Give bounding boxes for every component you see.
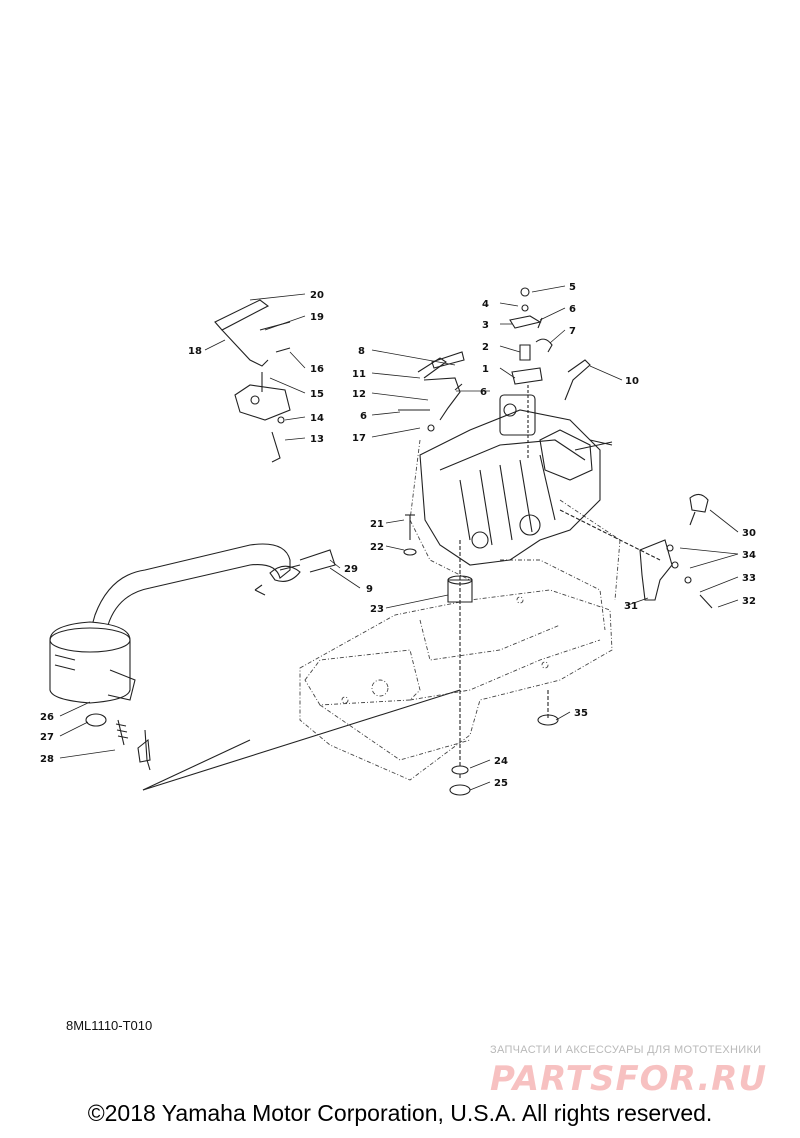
leader-lines [59,285,739,791]
watermark-logo: PARTSFOR.RU [490,1059,767,1099]
muffler-drawing [49,543,461,791]
callout-25: 25 [494,778,508,789]
callout-24: 24 [494,756,508,767]
callout-26: 26 [40,712,54,723]
callout-33: 33 [742,573,756,584]
callout-12: 12 [352,389,366,400]
callout-30: 30 [742,528,756,539]
svg-text:PARTSFOR.RU: PARTSFOR.RU [490,1059,767,1099]
callout-19: 19 [310,312,324,323]
bracket-parts-drawing [398,287,613,796]
callout-9: 9 [366,584,373,595]
callout-6-center: 6 [480,387,487,398]
callout-10: 10 [625,376,639,387]
callout-7: 7 [569,326,576,337]
callout-14: 14 [310,413,324,424]
callout-13: 13 [310,434,324,445]
callout-32: 32 [742,596,756,607]
callout-1: 1 [482,364,489,375]
callout-28: 28 [40,754,54,765]
callout-3: 3 [482,320,489,331]
right-mount-drawing [559,441,713,609]
callout-29: 29 [344,564,358,575]
callout-20: 20 [310,290,324,301]
callout-35: 35 [574,708,588,719]
callout-11: 11 [352,369,366,380]
callout-16: 16 [310,364,324,375]
diagram-reference-code: 8ML1110-T010 [66,1018,153,1033]
callout-6-right: 6 [569,304,576,315]
throttle-assembly-drawing [214,299,291,463]
callout-17: 17 [352,433,366,444]
callout-23: 23 [370,604,384,615]
callout-8: 8 [358,346,365,357]
callout-5: 5 [569,282,576,293]
callout-6-left: 6 [360,411,367,422]
watermark-tagline: ЗАПЧАСТИ И АКСЕССУАРЫ ДЛЯ МОТОТЕХНИКИ [490,1044,762,1056]
callout-2: 2 [482,342,489,353]
callout-4: 4 [482,299,489,310]
callout-27: 27 [40,732,54,743]
callout-34: 34 [742,550,756,561]
callout-labels: 20 19 18 16 15 14 13 8 11 12 6 17 6 1 2 … [40,282,756,789]
callout-31: 31 [624,601,638,612]
callout-21: 21 [370,519,384,530]
callout-22: 22 [370,542,384,553]
copyright-notice: ©2018 Yamaha Motor Corporation, U.S.A. A… [87,1100,713,1126]
callout-15: 15 [310,389,324,400]
callout-18: 18 [188,346,202,357]
engine-drawing [419,394,601,566]
